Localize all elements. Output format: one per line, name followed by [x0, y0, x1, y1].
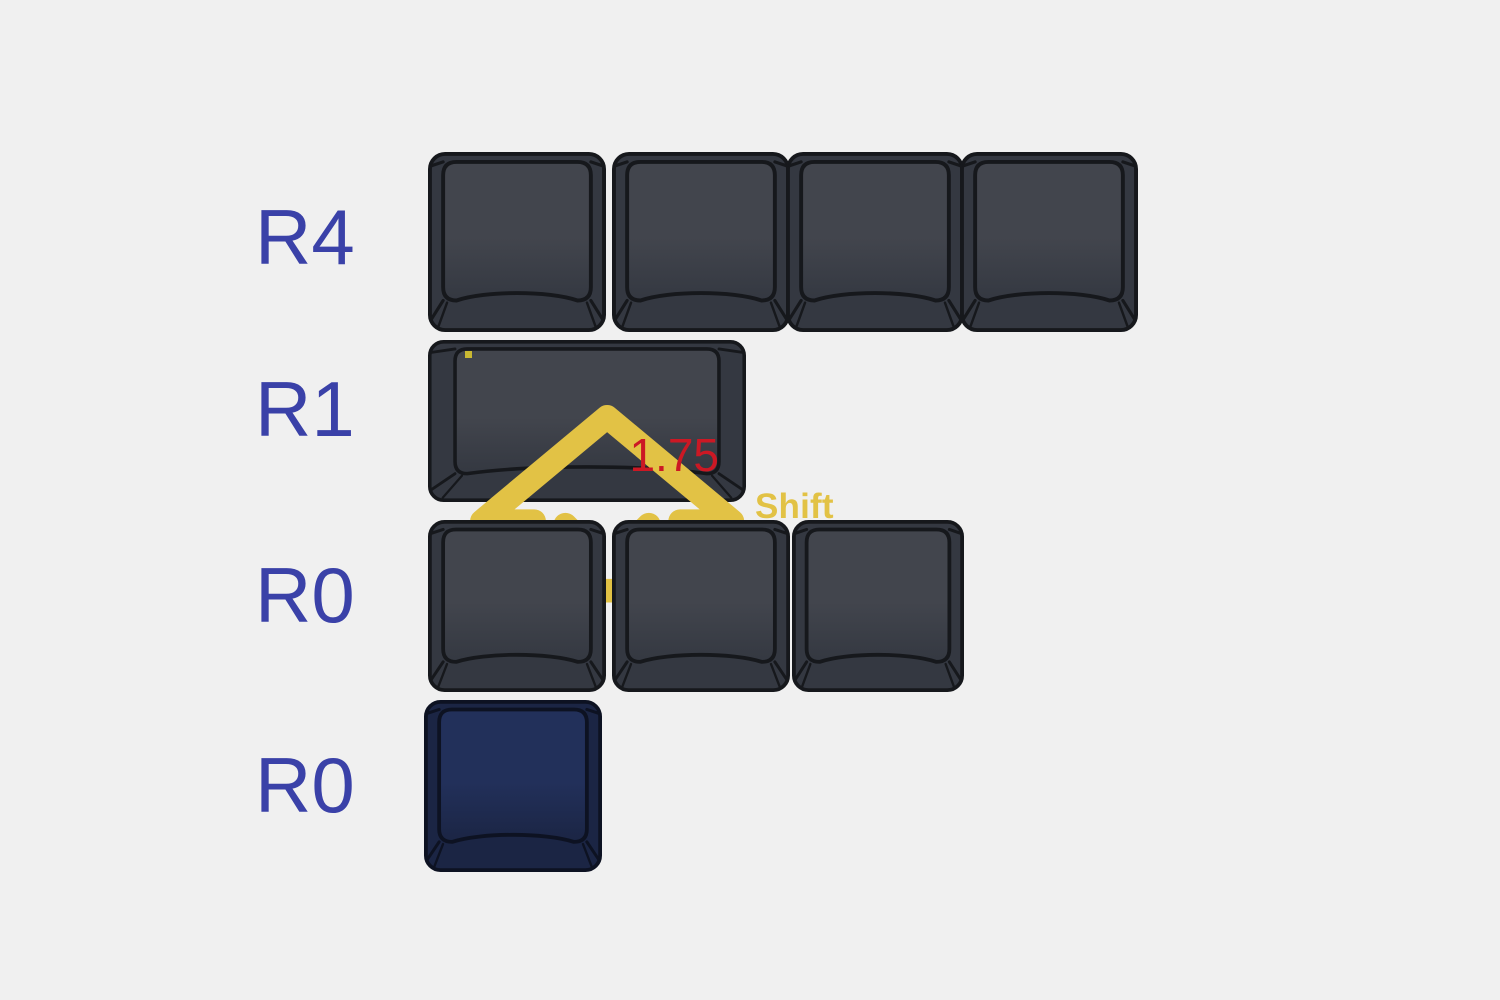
keycap-r4-1[interactable]	[427, 151, 606, 332]
keycap-r4-4[interactable]	[959, 151, 1138, 332]
row-label-r1-1: R1	[255, 365, 355, 453]
row-label-r0-3: R0	[255, 741, 355, 829]
keycap-r0a-3[interactable]	[791, 519, 965, 693]
keycap-r0b-1[interactable]	[423, 699, 603, 873]
keycap-r4-2[interactable]	[611, 151, 790, 332]
row-label-r0-2: R0	[255, 551, 355, 639]
keycap-r0a-2[interactable]	[611, 519, 791, 693]
row-label-r4-0: R4	[255, 193, 355, 281]
keycap-r4-3[interactable]	[785, 151, 964, 332]
keycap-r0a-1[interactable]	[427, 519, 607, 693]
